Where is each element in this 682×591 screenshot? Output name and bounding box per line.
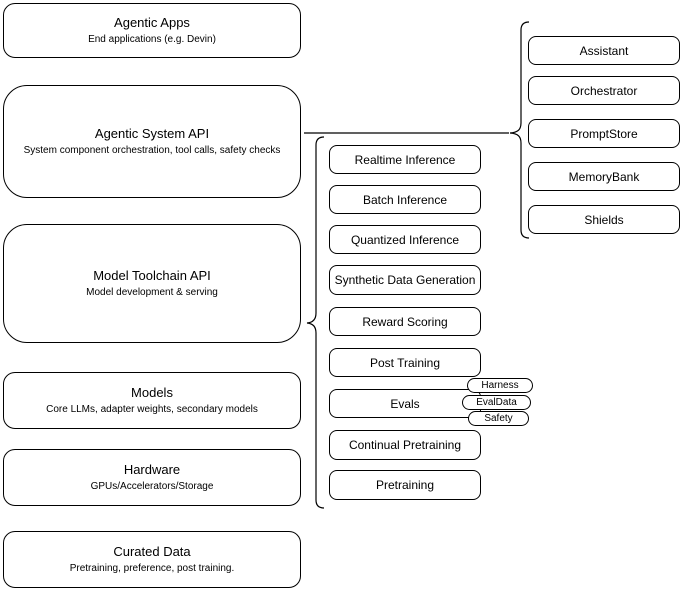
box-orchestrator: Orchestrator (528, 76, 680, 105)
box-evals: Evals (329, 389, 481, 418)
box-assistant: Assistant (528, 36, 680, 65)
box-post-training: Post Training (329, 348, 481, 377)
box-label: PromptStore (570, 126, 638, 141)
pill-evaldata: EvalData (462, 395, 531, 410)
box-label: Evals (390, 396, 420, 411)
box-models: Models Core LLMs, adapter weights, secon… (3, 372, 301, 429)
box-subtitle: System component orchestration, tool cal… (23, 145, 281, 156)
box-shields: Shields (528, 205, 680, 234)
box-label: Batch Inference (362, 192, 448, 207)
box-label: Assistant (579, 43, 629, 58)
box-subtitle: Core LLMs, adapter weights, secondary mo… (46, 404, 258, 415)
box-label: Orchestrator (570, 83, 638, 98)
box-agentic-apps: Agentic Apps End applications (e.g. Devi… (3, 3, 301, 58)
box-batch-inference: Batch Inference (329, 185, 481, 214)
box-title: Model Toolchain API (93, 268, 211, 283)
box-label: Pretraining (375, 478, 435, 492)
toolchain-bracket (306, 136, 325, 509)
system-components-bracket (509, 21, 530, 239)
box-continual-pretraining: Continual Pretraining (329, 430, 481, 460)
box-label: Synthetic Data Generation (334, 273, 476, 287)
box-quantized-inference: Quantized Inference (329, 225, 481, 254)
pill-label: Safety (484, 413, 513, 424)
box-synthetic-data-generation: Synthetic Data Generation (329, 265, 481, 295)
box-title: Agentic Apps (114, 15, 190, 30)
box-subtitle: End applications (e.g. Devin) (88, 34, 216, 45)
box-pretraining: Pretraining (329, 470, 481, 500)
pill-label: Harness (481, 380, 519, 391)
box-title: Agentic System API (94, 126, 210, 141)
box-label: Shields (584, 212, 624, 227)
box-label: Realtime Inference (354, 152, 456, 167)
box-memorybank: MemoryBank (528, 162, 680, 191)
box-label: MemoryBank (568, 169, 640, 184)
box-title: Models (131, 385, 173, 400)
box-agentic-system-api: Agentic System API System component orch… (3, 85, 301, 198)
box-model-toolchain-api: Model Toolchain API Model development & … (3, 224, 301, 343)
pill-harness: Harness (467, 378, 533, 393)
box-realtime-inference: Realtime Inference (329, 145, 481, 174)
box-label: Continual Pretraining (348, 438, 462, 452)
box-reward-scoring: Reward Scoring (329, 307, 481, 336)
pill-label: EvalData (476, 397, 517, 408)
box-label: Reward Scoring (362, 314, 448, 329)
box-subtitle: GPUs/Accelerators/Storage (90, 481, 214, 492)
box-title: Hardware (123, 462, 181, 477)
box-promptstore: PromptStore (528, 119, 680, 148)
box-curated-data: Curated Data Pretraining, preference, po… (3, 531, 301, 588)
box-label: Post Training (369, 355, 441, 370)
box-label: Quantized Inference (350, 232, 460, 247)
box-subtitle: Model development & serving (86, 287, 218, 298)
box-hardware: Hardware GPUs/Accelerators/Storage (3, 449, 301, 506)
pill-safety: Safety (468, 411, 529, 426)
box-subtitle: Pretraining, preference, post training. (69, 563, 235, 574)
box-title: Curated Data (113, 544, 191, 559)
